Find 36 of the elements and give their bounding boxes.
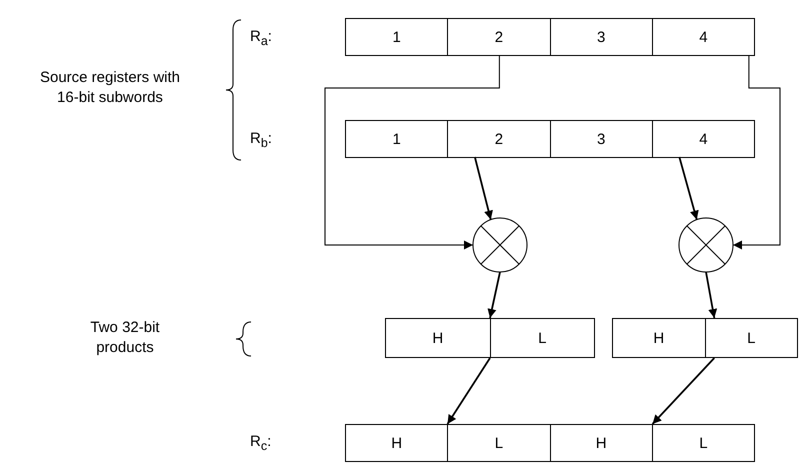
- register-cell: 2: [447, 121, 550, 157]
- arrow: [324, 54, 500, 250]
- arrow: [678, 156, 699, 220]
- register-name: R$_{c}$:: [250, 432, 272, 455]
- register-cell: 4: [652, 121, 754, 157]
- register-cell: L: [490, 319, 594, 357]
- register-cell: H: [346, 425, 448, 461]
- register-name: R$_{b}$:: [250, 129, 272, 152]
- register-cell: 2: [447, 19, 550, 55]
- register-cell: H: [550, 425, 652, 461]
- register-box: [612, 318, 798, 358]
- register-cell: H: [386, 319, 490, 357]
- arrow: [488, 272, 501, 318]
- register-cell: 4: [652, 19, 754, 55]
- arrow: [446, 358, 491, 424]
- register-box: [345, 424, 755, 462]
- register-cell: 3: [550, 19, 652, 55]
- arrow: [652, 357, 715, 425]
- register-cell: 1: [346, 19, 448, 55]
- register-cell: L: [652, 425, 754, 461]
- register-cell: 1: [346, 121, 448, 157]
- multiplier-circle: [472, 217, 528, 273]
- bracket-note: Source registers with 16-bit subwords: [38, 68, 182, 108]
- register-cell: 3: [550, 121, 652, 157]
- register-cell: H: [613, 319, 704, 357]
- arrow: [474, 156, 493, 220]
- arrow: [732, 54, 780, 250]
- register-cell: L: [704, 319, 797, 357]
- register-cell: L: [447, 425, 550, 461]
- register-name: R$_{a}$:: [250, 27, 272, 50]
- arrow: [705, 272, 718, 318]
- register-box: [385, 318, 595, 358]
- multiplier-circle: [678, 217, 734, 273]
- register-box: [345, 18, 755, 56]
- register-box: [345, 120, 755, 158]
- bracket-note: Two 32-bit products: [89, 318, 161, 358]
